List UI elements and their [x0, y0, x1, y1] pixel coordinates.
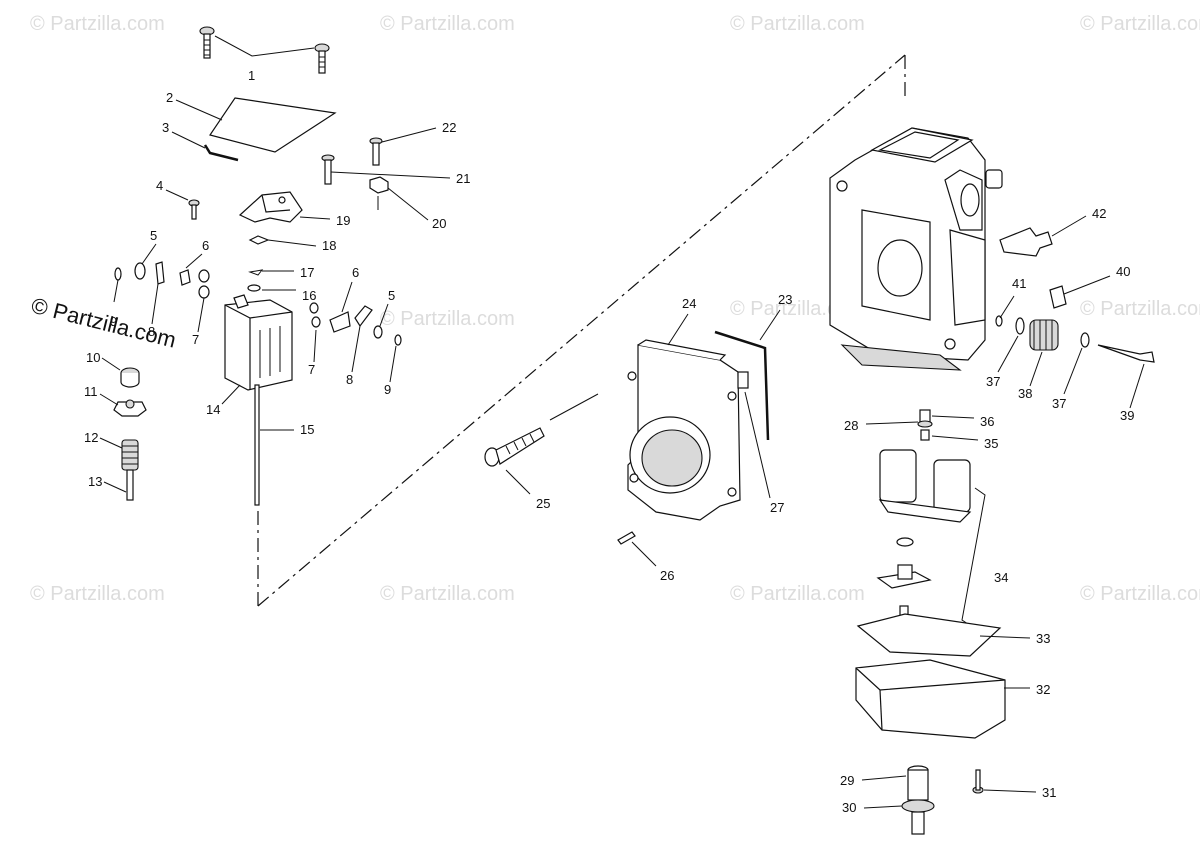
- callout-38: 38: [1018, 386, 1032, 401]
- callout-27: 27: [770, 500, 784, 515]
- watermark: © Partzilla.com: [1080, 583, 1200, 605]
- callout-8: 8: [148, 324, 155, 339]
- cover-plate-part-2: [209, 97, 337, 153]
- throttle-slide-part-14: [224, 294, 293, 391]
- callout-12: 12: [84, 430, 98, 445]
- mixture-stack-parts-10-13: [113, 367, 147, 501]
- clip-part-17: [248, 269, 264, 276]
- callout-7-right: 7: [308, 362, 315, 377]
- gasket-part-33: [856, 613, 1002, 657]
- needle-part-39: [1097, 344, 1155, 363]
- washer-set-left: [114, 261, 210, 299]
- callout-39: 39: [1120, 408, 1134, 423]
- washer-set-right: [309, 302, 402, 346]
- float-bowl-part-32: [855, 659, 1006, 739]
- watermark: © Partzilla.com: [380, 308, 515, 330]
- watermark: © Partzilla.com: [1080, 298, 1200, 320]
- callout-30: 30: [842, 800, 856, 815]
- screw-part-31: [972, 769, 984, 794]
- assembly-centerline: [257, 54, 906, 607]
- watermark-layer: © Partzilla.com © Partzilla.com © Partzi…: [29, 13, 1200, 605]
- watermark-main: © Partzilla.com: [29, 293, 179, 353]
- callout-8-right: 8: [346, 372, 353, 387]
- watermark: © Partzilla.com: [380, 13, 515, 35]
- callout-5: 5: [150, 228, 157, 243]
- callout-29: 29: [840, 773, 854, 788]
- plug-part-40: [1049, 285, 1067, 309]
- callout-31: 31: [1042, 785, 1056, 800]
- gasket-part-23: [714, 330, 770, 441]
- callout-42: 42: [1092, 206, 1106, 221]
- callout-40: 40: [1116, 264, 1130, 279]
- clip-part-18: [248, 235, 270, 245]
- fitting-part-42: [999, 227, 1053, 257]
- bracket-part-19: [238, 191, 303, 223]
- callout-18: 18: [322, 238, 336, 253]
- pin-part-26: [617, 531, 636, 545]
- oring-part-41: [995, 315, 1003, 327]
- gasket-part-3: [203, 144, 239, 162]
- callout-33: 33: [1036, 631, 1050, 646]
- callout-7: 7: [192, 332, 199, 347]
- callout-labels: 1 2 3 4 5 6 7 8 9 10 11 12 13 14 15 16 1…: [84, 68, 1145, 815]
- callout-37: 37: [986, 374, 1000, 389]
- screw-part-25: [484, 393, 599, 467]
- float-assembly-part-34: [876, 449, 986, 625]
- callout-26: 26: [660, 568, 674, 583]
- callout-2: 2: [166, 90, 173, 105]
- callout-36: 36: [980, 414, 994, 429]
- callout-34: 34: [994, 570, 1008, 585]
- callout-32: 32: [1036, 682, 1050, 697]
- callout-23: 23: [778, 292, 792, 307]
- callout-14: 14: [206, 402, 220, 417]
- callout-21: 21: [456, 171, 470, 186]
- callout-6-right: 6: [352, 265, 359, 280]
- callout-37b: 37: [1052, 396, 1066, 411]
- watermark: © Partzilla.com: [30, 583, 165, 605]
- screw-part-1: [199, 26, 330, 74]
- callout-24: 24: [682, 296, 696, 311]
- watermark: © Partzilla.com: [30, 13, 165, 35]
- callout-6: 6: [202, 238, 209, 253]
- callout-19: 19: [336, 213, 350, 228]
- callout-9-right: 9: [384, 382, 391, 397]
- callout-10: 10: [86, 350, 100, 365]
- callout-16: 16: [302, 288, 316, 303]
- screws-parts-20-22: [321, 137, 389, 194]
- callout-22: 22: [442, 120, 456, 135]
- spring-parts-37-38: [1015, 317, 1090, 351]
- watermark: © Partzilla.com: [730, 13, 865, 35]
- watermark: © Partzilla.com: [730, 583, 865, 605]
- callout-9: 9: [110, 314, 117, 329]
- jets-parts-35-36: [917, 409, 933, 441]
- screw-part-4: [188, 199, 200, 220]
- callout-17: 17: [300, 265, 314, 280]
- callout-25: 25: [536, 496, 550, 511]
- callout-3: 3: [162, 120, 169, 135]
- callout-15: 15: [300, 422, 314, 437]
- ring-part-16: [247, 284, 261, 292]
- callout-20: 20: [432, 216, 446, 231]
- callout-4: 4: [156, 178, 163, 193]
- watermark: © Partzilla.com: [1080, 13, 1200, 35]
- intake-flange-part-24: [627, 339, 749, 521]
- callout-13: 13: [88, 474, 102, 489]
- callout-1: 1: [248, 68, 255, 83]
- main-jet-parts-29-30: [901, 765, 935, 835]
- callout-35: 35: [984, 436, 998, 451]
- callout-28: 28: [844, 418, 858, 433]
- watermark: © Partzilla.com: [380, 583, 515, 605]
- callout-5-right: 5: [388, 288, 395, 303]
- callout-11: 11: [84, 384, 98, 399]
- callout-41: 41: [1012, 276, 1026, 291]
- needle-part-15: [254, 384, 260, 506]
- carburetor-body: [829, 127, 1003, 371]
